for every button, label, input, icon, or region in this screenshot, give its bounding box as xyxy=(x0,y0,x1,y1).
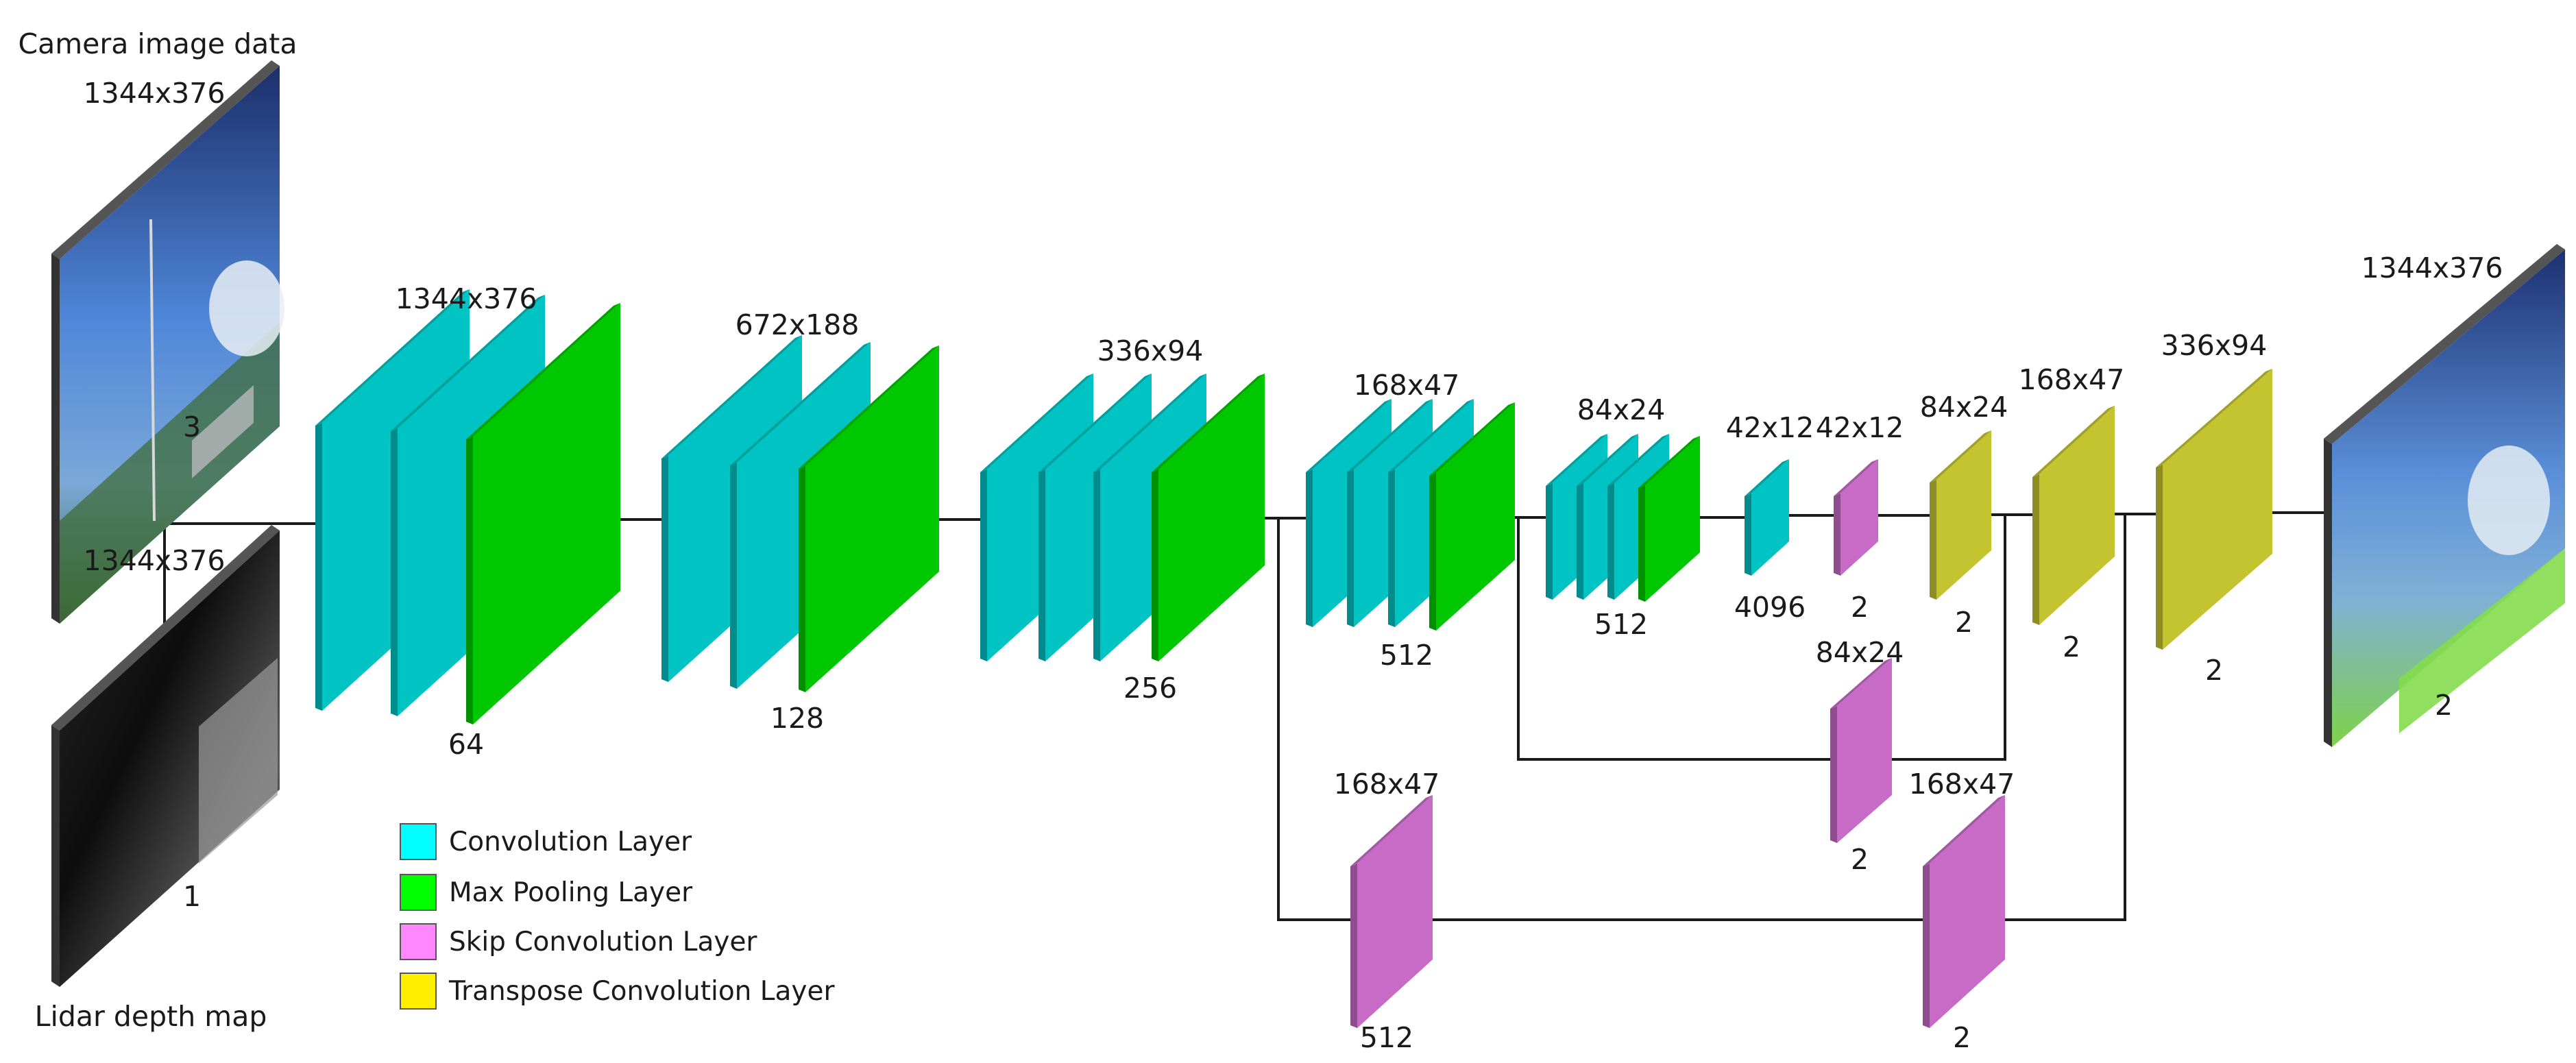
connector-line xyxy=(1868,515,2006,761)
block1-size: 1344x376 xyxy=(396,282,537,315)
camera-title: Camera image data xyxy=(18,27,297,60)
skip-top-channels: 2 xyxy=(1851,591,1869,624)
transpose3-channels: 2 xyxy=(2205,654,2223,687)
block3-channels: 256 xyxy=(1123,672,1177,705)
skip-conv-top xyxy=(1834,459,1878,576)
legend-swatch-max-pooling xyxy=(400,874,437,911)
legend-label-skip-convolution: Skip Convolution Layer xyxy=(449,927,757,957)
skip-bottom-right-channels: 2 xyxy=(1953,1021,1971,1054)
camera-channels: 3 xyxy=(183,411,201,443)
block1-channels: 64 xyxy=(448,728,484,761)
lidar-size: 1344x376 xyxy=(84,544,226,577)
lidar-image xyxy=(51,384,280,987)
legend-label-transpose-convolution: Transpose Convolution Layer xyxy=(448,976,835,1007)
transpose-conv-3 xyxy=(2156,369,2272,650)
transpose2-channels: 2 xyxy=(2063,631,2080,663)
transpose-conv-1 xyxy=(1930,430,1991,600)
pool-layer-2 xyxy=(799,345,939,692)
pool-layer-3 xyxy=(1152,374,1265,661)
skip-bottom-right-size: 168x47 xyxy=(1909,768,2015,801)
transpose1-channels: 2 xyxy=(1955,606,1973,639)
block4-channels: 512 xyxy=(1380,639,1433,672)
legend-swatch-transpose-convolution xyxy=(400,973,437,1010)
block2-size: 672x188 xyxy=(736,308,860,341)
lidar-title: Lidar depth map xyxy=(35,1000,267,1033)
skip-bottom-left-channels: 512 xyxy=(1360,1021,1413,1054)
transpose2-size: 168x47 xyxy=(2019,363,2125,396)
legend-label-max-pooling: Max Pooling Layer xyxy=(449,877,693,908)
skip-conv-bottom-left xyxy=(1350,795,1433,1028)
transpose3-size: 336x94 xyxy=(2161,329,2268,362)
skip-conv-bottom-right xyxy=(1923,795,2005,1028)
output-size: 1344x376 xyxy=(2361,252,2503,284)
block5-size: 84x24 xyxy=(1577,393,1666,426)
block3-size: 336x94 xyxy=(1097,334,1204,367)
block2-channels: 128 xyxy=(770,702,824,735)
output-channels: 2 xyxy=(2435,689,2453,722)
connector-line xyxy=(1967,514,2126,921)
connector-line xyxy=(1277,518,1361,921)
labels: Camera image data 1344x376 3 1344x376 1 … xyxy=(18,27,2503,1054)
legend-label-convolution: Convolution Layer xyxy=(449,827,692,857)
pool-layer-4 xyxy=(1429,402,1515,631)
block4-size: 168x47 xyxy=(1354,369,1460,402)
camera-image xyxy=(51,60,284,624)
layers xyxy=(315,289,2272,1028)
skip-conv-mid xyxy=(1830,658,1892,843)
legend-swatch-convolution xyxy=(400,823,437,860)
skip-mid-size: 84x24 xyxy=(1816,636,1904,669)
camera-size: 1344x376 xyxy=(84,77,226,110)
conv-layer-6 xyxy=(1745,459,1789,576)
pool-layer-5 xyxy=(1638,436,1700,602)
transpose1-size: 84x24 xyxy=(1920,391,2008,424)
pool-layer-1 xyxy=(466,303,620,724)
connector-line xyxy=(1517,517,1844,761)
block5-channels: 512 xyxy=(1594,608,1648,641)
transpose-conv-2 xyxy=(2032,406,2115,625)
lidar-channels: 1 xyxy=(183,880,201,913)
legend: Convolution Layer Max Pooling Layer Skip… xyxy=(400,823,835,1010)
output-image xyxy=(2324,244,2565,747)
skip-top-size: 42x12 xyxy=(1816,411,1904,444)
block6-size: 42x12 xyxy=(1726,411,1814,444)
legend-swatch-skip-convolution xyxy=(400,923,437,960)
skip-mid-channels: 2 xyxy=(1851,843,1869,876)
block6-channels: 4096 xyxy=(1734,591,1806,624)
skip-bottom-left-size: 168x47 xyxy=(1334,768,1440,801)
